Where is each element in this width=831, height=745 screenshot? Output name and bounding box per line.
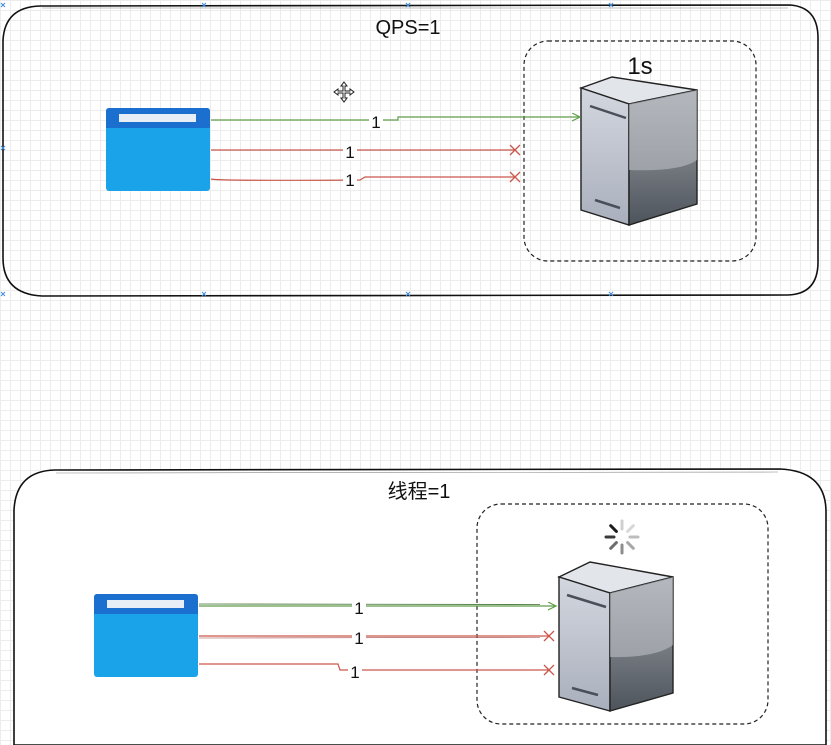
- client-window-icon: [94, 594, 198, 677]
- qps-client-icon[interactable]: [106, 108, 210, 191]
- qps-panel-frame: [2, 4, 819, 297]
- qps-server-icon[interactable]: [578, 76, 698, 226]
- connection-label: 1: [345, 143, 354, 162]
- qps-connection-3[interactable]: 1: [210, 170, 521, 190]
- client-window-bar: [119, 114, 196, 122]
- connection-label: 1: [371, 113, 380, 132]
- qps-timer-label: 1s: [627, 53, 652, 80]
- connection-label: 1: [345, 171, 354, 190]
- client-window-bar: [107, 600, 184, 608]
- qps-panel-title: QPS=1: [375, 17, 440, 39]
- thread-connection-1[interactable]: 1: [198, 598, 556, 618]
- thread-panel[interactable]: 线程=1: [13, 468, 827, 745]
- connection-label: 1: [350, 663, 359, 682]
- reject-x-icon: [543, 664, 555, 676]
- qps-connection-1[interactable]: 1: [211, 112, 580, 132]
- thread-connection-3[interactable]: 1: [199, 662, 555, 682]
- qps-panel[interactable]: QPS=1 1s 1 1: [0, 2, 819, 297]
- thread-server-boundary: [476, 503, 769, 725]
- loading-spinner-icon: [604, 519, 640, 555]
- thread-client-icon[interactable]: [94, 594, 198, 677]
- selection-handles[interactable]: [0, 2, 614, 297]
- reject-x-icon: [509, 171, 521, 183]
- reject-x-icon: [543, 630, 555, 642]
- connection-label: 1: [354, 629, 363, 648]
- client-window-icon: [106, 108, 210, 191]
- qps-server-boundary: [523, 40, 757, 262]
- thread-panel-title: 线程=1: [388, 480, 451, 503]
- thread-server-icon[interactable]: [557, 561, 674, 712]
- reject-x-icon: [509, 144, 521, 156]
- move-cursor-icon: [333, 81, 355, 103]
- thread-connection-2[interactable]: 1: [198, 628, 555, 648]
- connection-label: 1: [354, 599, 363, 618]
- qps-connection-2[interactable]: 1: [211, 142, 521, 162]
